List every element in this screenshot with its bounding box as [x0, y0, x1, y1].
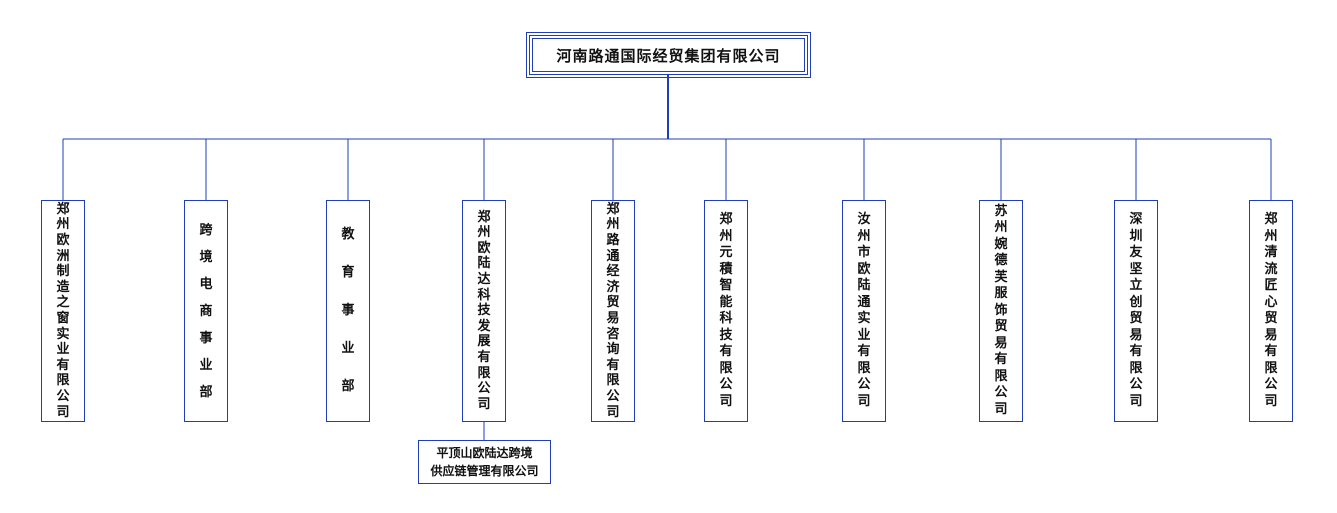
unit-box-6: 郑州元積智能科技有限公司	[704, 200, 748, 422]
unit-box-7: 汝州市欧陆通实业有限公司	[842, 200, 886, 422]
unit-label: 苏州婉德芙服饰贸易有限公司	[994, 203, 1008, 417]
unit-box-1: 郑州欧洲制造之窗实业有限公司	[41, 200, 85, 422]
unit-label: 郑州路通经济贸易咨询有限公司	[606, 201, 620, 420]
root-company-label: 河南路通国际经贸集团有限公司	[556, 46, 781, 65]
unit-box-2: 跨境电商事业部	[184, 200, 228, 422]
root-company-box: 河南路通国际经贸集团有限公司	[526, 32, 811, 78]
unit-label: 深圳友坚立创贸易有限公司	[1129, 212, 1143, 409]
sub-unit-line-1: 平顶山欧陆达跨境	[436, 446, 533, 460]
unit-box-5: 郑州路通经济贸易咨询有限公司	[591, 200, 635, 422]
unit-label: 郑州元積智能科技有限公司	[719, 212, 733, 409]
sub-unit-box: 平顶山欧陆达跨境 供应链管理有限公司	[418, 440, 551, 484]
unit-label: 郑州欧陆达科技发展有限公司	[477, 209, 491, 412]
unit-box-9: 深圳友坚立创贸易有限公司	[1114, 200, 1158, 422]
unit-label: 郑州清流匠心贸易有限公司	[1264, 212, 1278, 409]
unit-label: 跨境电商事业部	[199, 222, 213, 400]
unit-box-4: 郑州欧陆达科技发展有限公司	[462, 200, 506, 422]
unit-box-3: 教育事业部	[326, 200, 370, 422]
unit-label: 汝州市欧陆通实业有限公司	[857, 212, 871, 409]
unit-box-8: 苏州婉德芙服饰贸易有限公司	[979, 200, 1023, 422]
unit-label: 郑州欧洲制造之窗实业有限公司	[56, 201, 70, 420]
unit-label: 教育事业部	[341, 227, 355, 394]
unit-box-10: 郑州清流匠心贸易有限公司	[1249, 200, 1293, 422]
sub-unit-line-2: 供应链管理有限公司	[430, 464, 539, 478]
